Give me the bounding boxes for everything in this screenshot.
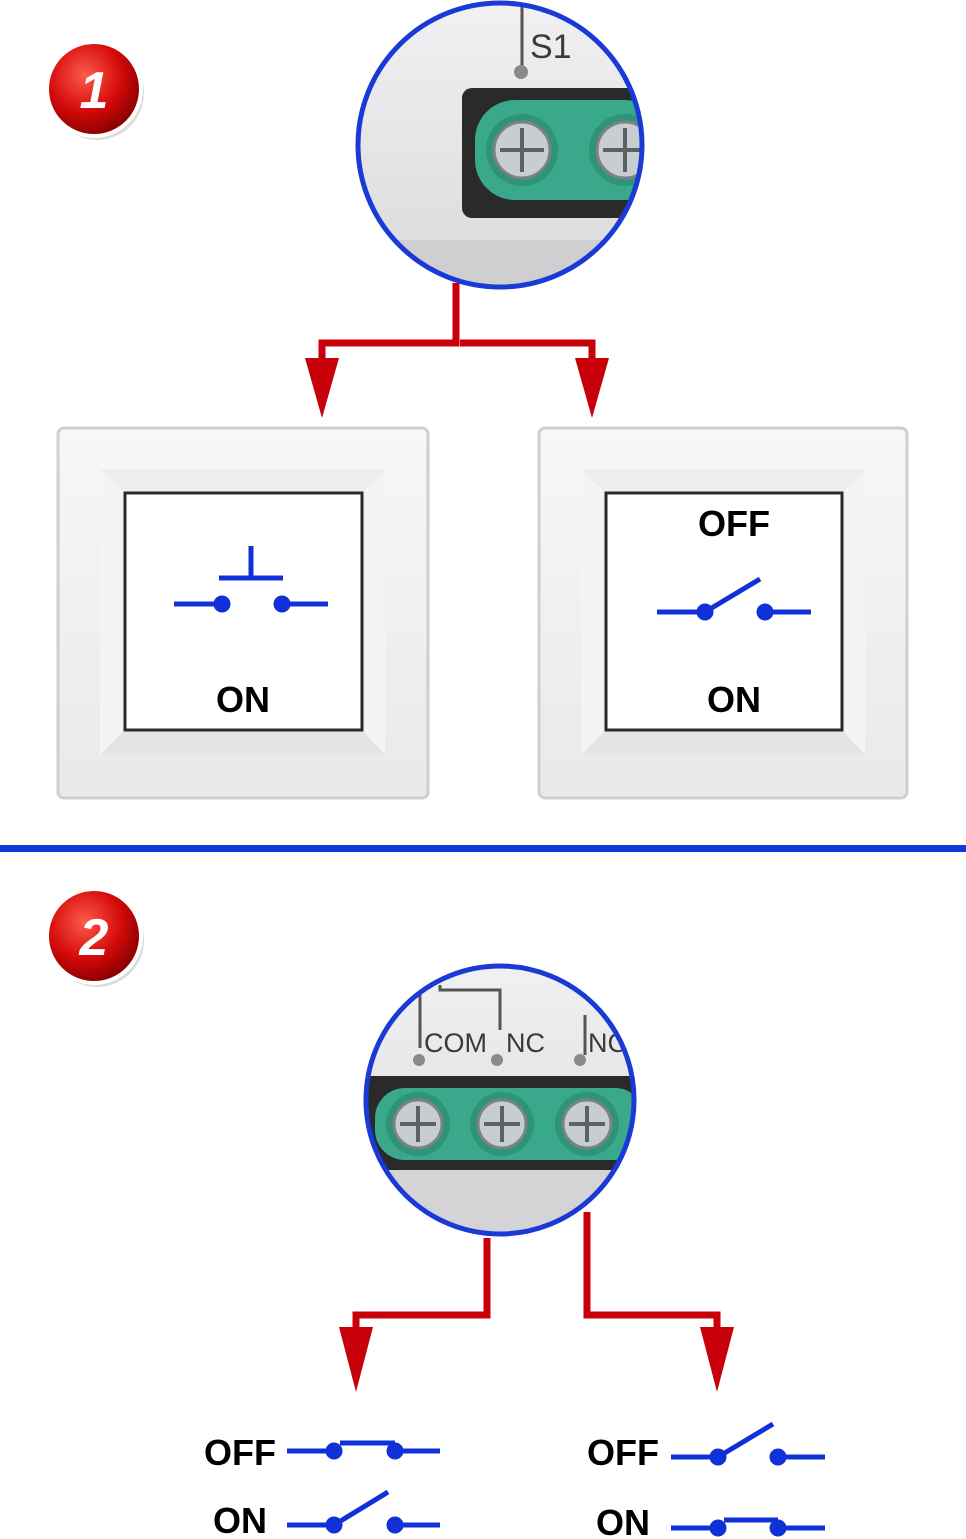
no-off-label: OFF — [587, 1432, 659, 1473]
right-switch-off-label: OFF — [698, 503, 770, 544]
terminal-label-nc: NC — [506, 1028, 545, 1058]
arrow-1-right-line — [460, 339, 596, 360]
toggle-symbol — [657, 576, 811, 621]
arrow-2-left-line — [352, 1238, 491, 1330]
arrow-2-right-head — [700, 1327, 734, 1392]
no-on-symbol — [671, 1517, 825, 1537]
relay-link-line — [438, 985, 502, 1030]
nc-off-label: OFF — [204, 1432, 276, 1473]
nc-off-symbol — [287, 1440, 440, 1460]
arrows-2 — [352, 1212, 721, 1330]
arrow-1-right-head — [575, 358, 609, 418]
terminal-label-s1: S1 — [530, 28, 572, 66]
pushbutton-symbol — [174, 546, 328, 613]
badge-2: 2 — [45, 887, 144, 987]
arrow-2-left-head — [339, 1327, 373, 1392]
terminal-label-com: COM — [424, 1028, 487, 1058]
arrows-1 — [318, 283, 596, 360]
terminal-magnifier-1: S1 — [355, 0, 645, 290]
badge-1-number: 1 — [80, 62, 109, 120]
badge-1: 1 — [45, 40, 144, 140]
terminal-magnifier-2: COM NC NC — [363, 963, 637, 1237]
arrow-2-right-line — [583, 1212, 721, 1330]
pushbutton-switch: ON — [56, 426, 430, 800]
terminal-dot — [514, 65, 528, 79]
nc-on-label: ON — [213, 1500, 267, 1539]
nc-on-symbol — [287, 1489, 440, 1534]
no-on-label: ON — [596, 1502, 650, 1539]
terminal-dot-com — [413, 1054, 425, 1066]
nc-contact-states: OFF ON — [204, 1432, 440, 1539]
terminal-dot-nc — [491, 1054, 503, 1066]
no-contact-states: OFF ON — [587, 1421, 825, 1539]
section-divider — [0, 845, 966, 852]
toggle-switch: OFF ON — [537, 426, 909, 800]
arrow-1-left-line — [318, 283, 460, 360]
left-switch-on-label: ON — [216, 679, 270, 720]
arrow-1-left-head — [305, 358, 339, 418]
badge-2-number: 2 — [79, 909, 109, 967]
terminal-dot-nc2 — [574, 1054, 586, 1066]
right-switch-on-label: ON — [707, 679, 761, 720]
no-off-symbol — [671, 1421, 825, 1466]
